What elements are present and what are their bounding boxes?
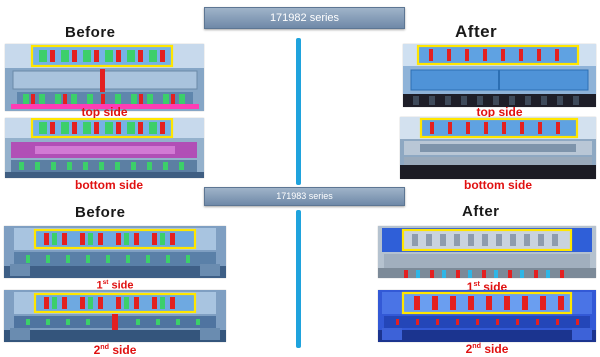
- heading-before-lower: Before: [75, 204, 126, 221]
- caption-before-1st-side: 1st side: [4, 279, 226, 292]
- caption-before-bottom-side: bottom side: [75, 178, 143, 192]
- caption-tail: side: [108, 279, 134, 292]
- center-divider-upper: [296, 38, 301, 185]
- caption-ordinal: st: [473, 279, 480, 288]
- caption-tail: side: [109, 343, 137, 357]
- connector-image-after-1st-side: [378, 226, 596, 278]
- caption-tail: side: [481, 342, 509, 356]
- heading-after-lower: After: [462, 203, 500, 220]
- connector-image-after-top-side: [403, 44, 596, 107]
- caption-after-2nd-side: 2nd side: [378, 341, 596, 356]
- connector-image-after-bottom-side: [400, 117, 596, 179]
- caption-before-top-side: top side: [81, 105, 128, 119]
- connector-image-before-top-side: [5, 44, 204, 111]
- connector-image-before-bottom-side: [5, 118, 204, 178]
- caption-number: 2: [465, 342, 473, 356]
- caption-after-top-side: top side: [476, 105, 523, 119]
- series-banner-171982: 171982 series: [204, 7, 405, 29]
- caption-number: 1: [466, 280, 474, 294]
- connector-image-before-2nd-side: [4, 290, 226, 342]
- heading-before-upper: Before: [65, 24, 116, 41]
- center-divider-lower: [296, 210, 301, 348]
- caption-after-bottom-side: bottom side: [464, 178, 532, 192]
- caption-ordinal: nd: [100, 342, 110, 351]
- caption-ordinal: nd: [472, 341, 482, 350]
- connector-image-before-1st-side: [4, 226, 226, 278]
- caption-ordinal: st: [102, 279, 109, 286]
- caption-before-2nd-side: 2nd side: [4, 342, 226, 357]
- connector-image-after-2nd-side: [378, 290, 596, 342]
- caption-number: 2: [93, 343, 101, 357]
- heading-after-upper: After: [455, 22, 498, 41]
- caption-number: 1: [96, 279, 103, 292]
- series-banner-171983: 171983 series: [204, 187, 405, 206]
